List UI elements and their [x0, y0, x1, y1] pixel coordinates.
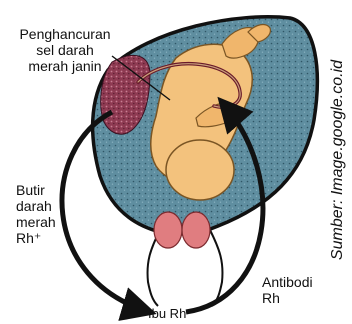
label-rh-positive-line1: Butir — [16, 182, 76, 198]
label-mother: Ibu Rh⁻ — [148, 306, 193, 322]
cervix-right-tissue — [182, 212, 210, 248]
label-rh-positive-line2: darah — [16, 198, 76, 214]
fetus-head — [166, 140, 234, 200]
label-rh-positive-line4: Rh⁺ — [16, 230, 76, 246]
cervix-left-tissue — [154, 212, 182, 248]
label-destruction-line2: sel darah — [14, 42, 116, 58]
label-rh-positive-line3: merah — [16, 214, 76, 230]
label-antibody-line1: Antibodi — [262, 274, 332, 290]
label-destruction: Penghancuran sel darah merah janin — [14, 26, 116, 74]
label-antibody: Antibodi Rh — [262, 274, 332, 306]
label-rh-positive: Butir darah merah Rh⁺ — [16, 182, 76, 246]
label-destruction-line3: merah janin — [14, 58, 116, 74]
source-credit: Sumber: Image.google.co.id — [329, 60, 347, 260]
label-antibody-line2: Rh — [262, 290, 332, 306]
label-destruction-line1: Penghancuran — [14, 26, 116, 42]
